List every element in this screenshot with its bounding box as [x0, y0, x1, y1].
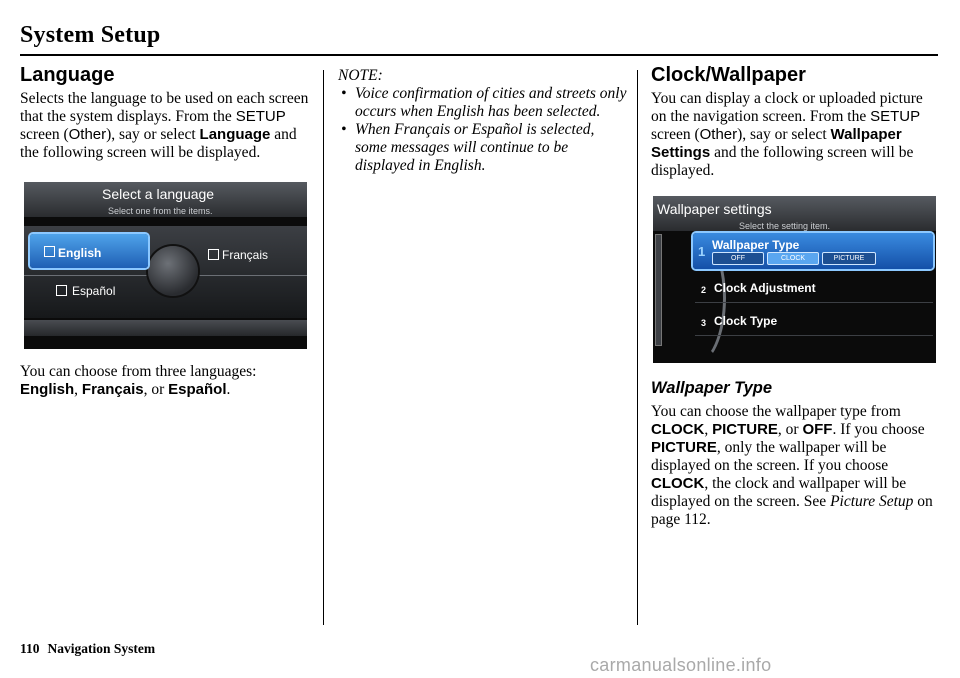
- note-list: Voice confirmation of cities and streets…: [338, 85, 628, 175]
- body-text: . If you choose: [832, 421, 925, 438]
- wallpaper-settings-keyword: Wallpaper Settings: [651, 126, 902, 161]
- column-divider-2: [637, 70, 638, 625]
- body-text: on page 112.: [651, 493, 933, 528]
- screen-title: Select a language: [102, 186, 215, 202]
- note-block: NOTE: Voice confirmation of cities and s…: [338, 67, 628, 175]
- screen-subtitle: Select one from the items.: [108, 206, 213, 216]
- dial-knob: [148, 246, 198, 296]
- language-keyword: Language: [199, 126, 271, 143]
- menu-item-wallpaper-type[interactable]: 1 Wallpaper Type OFF CLOCK PICTURE: [693, 233, 933, 269]
- scrollbar[interactable]: [655, 234, 662, 346]
- note-label: NOTE:: [338, 67, 383, 84]
- language-column: Language Selects the language to be used…: [20, 64, 312, 399]
- note-item: Voice confirmation of cities and streets…: [338, 85, 628, 121]
- note-item: When Français or Español is selected, so…: [338, 121, 628, 175]
- separator: ,: [704, 421, 713, 438]
- item-number: 3: [701, 318, 707, 328]
- francais-keyword: Français: [81, 381, 144, 398]
- language-heading: Language: [20, 64, 115, 86]
- separator: , or: [777, 421, 803, 438]
- option-francais[interactable]: Français: [206, 244, 306, 266]
- option-label: Français: [222, 248, 269, 262]
- intro-text: and the following screen will be display…: [651, 144, 914, 179]
- clock-wallpaper-heading: Clock/Wallpaper: [651, 64, 806, 86]
- picture-setup-link[interactable]: Picture Setup: [830, 493, 914, 510]
- intro-text: Selects the language to be used on each …: [20, 90, 309, 125]
- page-footer: 110 Navigation System: [20, 641, 155, 657]
- note-column: NOTE: Voice confirmation of cities and s…: [338, 64, 628, 175]
- body-text: You can choose the wallpaper type from: [651, 403, 901, 420]
- item-number: 1: [698, 244, 706, 259]
- language-screenshot: Select a language Select one from the it…: [24, 182, 307, 349]
- wallpaper-type-heading: Wallpaper Type: [651, 379, 773, 397]
- clock-wallpaper-column: Clock/Wallpaper You can display a clock …: [651, 64, 941, 529]
- setup-keyword: SETUP: [235, 108, 286, 125]
- checked-checkbox-icon: [44, 246, 55, 257]
- menu-item-clock-adjustment[interactable]: 2 Clock Adjustment: [695, 272, 933, 303]
- option-label: Español: [72, 284, 116, 298]
- clock-intro: You can display a clock or uploaded pict…: [651, 90, 941, 180]
- screen-footer-bar: [24, 320, 307, 336]
- menu-arc: [663, 230, 726, 363]
- book-title: Navigation System: [47, 641, 156, 656]
- intro-text: screen (: [651, 126, 700, 143]
- checkbox-icon: [208, 249, 219, 260]
- wallpaper-type-text: You can choose the wallpaper type from C…: [651, 403, 941, 529]
- screen-subtitle: Select the setting item.: [739, 221, 831, 231]
- espanol-keyword: Español: [168, 381, 227, 398]
- page-title: System Setup: [20, 22, 161, 48]
- intro-text: You can display a clock or uploaded pict…: [651, 90, 923, 125]
- other-keyword: Other: [699, 126, 738, 143]
- separator: , or: [143, 381, 169, 398]
- period: .: [226, 381, 231, 398]
- item-label: Wallpaper Type: [712, 238, 800, 252]
- screen-title: Wallpaper settings: [657, 201, 772, 217]
- english-keyword: English: [20, 381, 75, 398]
- off-button[interactable]: OFF: [712, 252, 764, 265]
- language-intro: Selects the language to be used on each …: [20, 90, 312, 162]
- body-text: , the clock and wallpaper will be displa…: [651, 475, 907, 510]
- option-espanol[interactable]: Español: [54, 280, 154, 302]
- other-keyword: Other: [68, 126, 107, 143]
- picture-keyword: PICTURE: [712, 421, 778, 438]
- title-rule: [20, 54, 938, 56]
- choices-text: You can choose from three languages:: [20, 363, 257, 380]
- wallpaper-screenshot: Wallpaper settings Select the setting it…: [653, 196, 936, 363]
- screen-header: Select a language Select one from the it…: [24, 182, 307, 217]
- menu-item-clock-type[interactable]: 3 Clock Type: [695, 305, 933, 336]
- option-english[interactable]: English: [30, 234, 148, 268]
- separator: ,: [74, 381, 82, 398]
- item-label: Clock Adjustment: [714, 281, 816, 295]
- watermark: carmanualsonline.info: [590, 655, 772, 675]
- wallpaper-type-buttons: OFF CLOCK PICTURE: [712, 252, 876, 265]
- option-label: English: [58, 246, 102, 260]
- picture-keyword: PICTURE: [651, 439, 717, 456]
- column-divider-1: [323, 70, 324, 625]
- setup-keyword: SETUP: [870, 108, 921, 125]
- page-number: 110: [20, 641, 40, 656]
- clock-keyword: CLOCK: [651, 421, 705, 438]
- checkbox-icon: [56, 285, 67, 296]
- intro-text: screen (: [20, 126, 69, 143]
- picture-button[interactable]: PICTURE: [822, 252, 876, 265]
- intro-text: and the following screen will be display…: [20, 126, 297, 161]
- body-text: , only the wallpaper will be displayed o…: [651, 439, 889, 474]
- intro-text: ), say or select: [106, 126, 200, 143]
- intro-text: ), say or select: [737, 126, 831, 143]
- language-choices: You can choose from three languages: Eng…: [20, 363, 312, 399]
- clock-keyword: CLOCK: [651, 475, 705, 492]
- item-label: Clock Type: [714, 314, 778, 328]
- item-number: 2: [701, 285, 707, 295]
- off-keyword: OFF: [802, 421, 833, 438]
- clock-button[interactable]: CLOCK: [767, 252, 819, 265]
- screen-header: Wallpaper settings Select the setting it…: [653, 196, 936, 231]
